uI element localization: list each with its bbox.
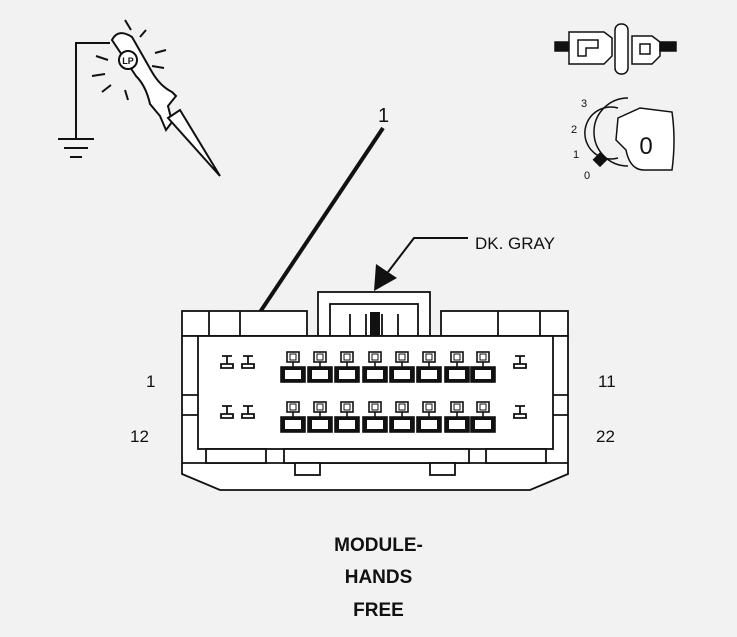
wire-color-label: DK. GRAY [475,234,555,253]
bottom-row-small-terminal-a [220,405,234,419]
wire-color-leader [374,237,468,291]
module-title-line-1: MODULE- [334,535,423,556]
ignition-position-0: 0 [584,170,590,182]
top-row-pin-cavity-3 [334,351,360,383]
top-row-pin-cavity-2 [307,351,333,383]
module-title-line-2: HANDS [344,567,413,588]
bottom-row-small-terminal-c [513,405,527,419]
pin-label-bottom-left: 12 [130,427,149,446]
top-row-small-terminal-b [241,355,255,369]
ignition-position-3: 3 [581,98,587,110]
connector-disconnected-icon [554,23,677,75]
pin-cavities [220,351,527,433]
top-row-pin-cavity-4 [362,351,388,383]
top-row-pin-cavity-5 [389,351,415,383]
module-title-line-3: FREE [353,600,404,621]
test-probe-icon: LP [91,19,221,177]
ignition-position-2: 2 [571,124,577,136]
top-row-pin-cavity-8 [470,351,496,383]
callout-pin-number: 1 [378,105,389,127]
bottom-row-pin-cavity-3 [334,401,360,433]
top-row-pin-cavity-7 [444,351,470,383]
pin-label-bottom-right: 22 [596,427,615,446]
top-row-pin-cavity-1 [280,351,306,383]
pin-label-top-right: 11 [598,372,616,391]
ignition-position-1: 1 [573,149,579,161]
bottom-row-pin-cavity-5 [389,401,415,433]
svg-text:LP: LP [122,56,134,66]
connector-body [181,291,569,491]
top-row-small-terminal-a [220,355,234,369]
top-row-small-terminal-c [513,355,527,369]
bottom-row-pin-cavity-7 [444,401,470,433]
bottom-row-pin-cavity-2 [307,401,333,433]
bottom-row-pin-cavity-1 [280,401,306,433]
ground-symbol-icon [58,42,110,158]
top-row-pin-cavity-6 [416,351,442,383]
bottom-row-pin-cavity-8 [470,401,496,433]
bottom-row-pin-cavity-6 [416,401,442,433]
bottom-row-small-terminal-b [241,405,255,419]
ignition-key-icon [584,97,675,171]
pin-label-top-left: 1 [146,372,155,391]
ignition-key-label: 0 [639,133,652,160]
bottom-row-pin-cavity-4 [362,401,388,433]
